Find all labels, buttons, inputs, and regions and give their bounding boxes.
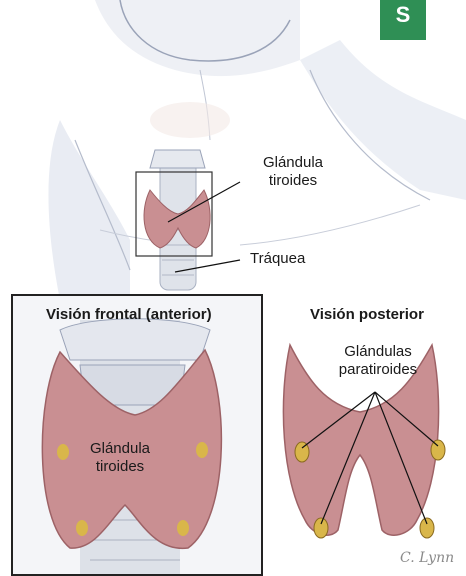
inset-thyroid-label-line2: tiroides (65, 458, 175, 476)
parathyroid-glands-label-line1: Glándulas (320, 343, 436, 361)
posterior-view-title: Visión posterior (310, 306, 424, 324)
inset-thyroid-label-line1: Glándula (65, 440, 175, 458)
inset-thyroid-label: Glándula tiroides (65, 440, 175, 476)
thyroid-gland-label-line1: Glándula (238, 154, 348, 172)
frontal-view-title: Visión frontal (anterior) (46, 306, 212, 324)
thyroid-gland-label: Glándula tiroides (238, 154, 348, 190)
section-badge: S (380, 0, 426, 40)
artist-signature: C. Lynn (400, 550, 454, 566)
parathyroid-glands-label-line2: paratiroides (320, 361, 436, 379)
parathyroid-glands-label: Glándulas paratiroides (320, 343, 436, 379)
trachea-label: Tráquea (250, 250, 305, 268)
thyroid-gland-label-line2: tiroides (238, 172, 348, 190)
frontal-view-frame (11, 294, 263, 576)
